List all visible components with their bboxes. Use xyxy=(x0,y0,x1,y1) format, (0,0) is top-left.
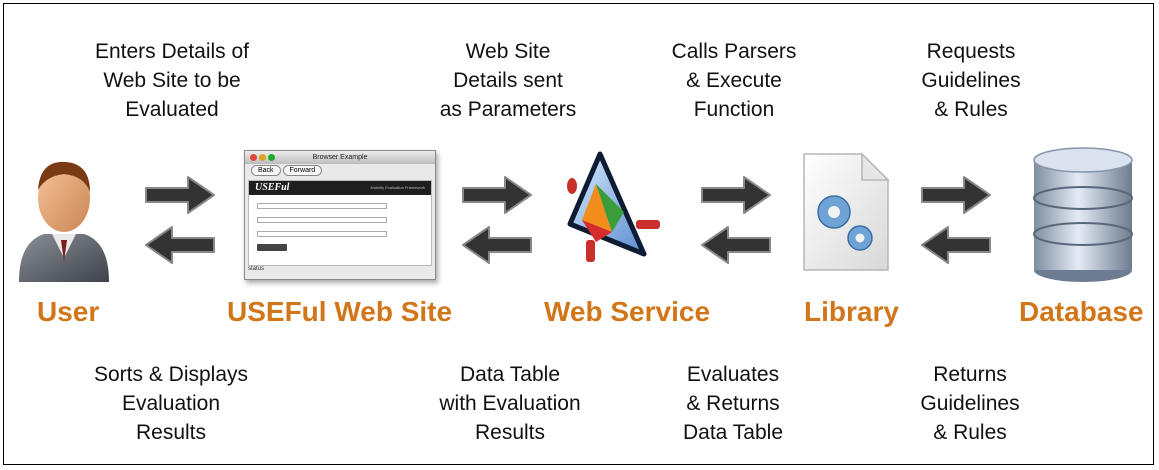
node-label-website: USEFul Web Site xyxy=(227,296,453,327)
caption-line: Evaluates xyxy=(686,363,780,386)
caption-line: Data Table xyxy=(682,421,784,444)
caption-line: as Parameters xyxy=(439,98,577,121)
arrow-left-icon xyxy=(462,226,532,264)
library-file-icon xyxy=(798,150,894,279)
caption-line: Results xyxy=(135,421,207,444)
site-framework: Mobility Evaluation Framework xyxy=(370,185,425,190)
form-submit xyxy=(257,244,287,251)
caption-line: Returns xyxy=(933,363,1007,386)
window-close-dot xyxy=(250,154,257,161)
caption-line: Requests xyxy=(926,40,1016,63)
window-zoom-dot xyxy=(268,154,275,161)
browser-titlebar: Browser Example xyxy=(245,151,435,164)
user-icon xyxy=(14,150,114,287)
caption-bottom-2: Data Table with Evaluation Results xyxy=(395,360,625,447)
caption-line: & Rules xyxy=(934,98,1008,121)
browser-window-icon: Browser Example Back Forward USEFul Mobi… xyxy=(244,150,436,280)
caption-line: Calls Parsers xyxy=(671,40,797,63)
caption-line: & Execute xyxy=(686,69,782,92)
caption-top-1: Enters Details of Web Site to be Evaluat… xyxy=(57,37,287,124)
arrow-right-icon xyxy=(145,176,215,214)
caption-bottom-4: Returns Guidelines & Rules xyxy=(855,360,1085,447)
caption-bottom-1: Sorts & Displays Evaluation Results xyxy=(56,360,286,447)
caption-line: Function xyxy=(693,98,775,121)
arrow-right-icon xyxy=(921,176,991,214)
caption-bottom-3: Evaluates & Returns Data Table xyxy=(618,360,848,447)
caption-line: Web Site to be xyxy=(103,69,241,92)
caption-line: Evaluation xyxy=(121,392,221,415)
form-field xyxy=(257,217,387,223)
back-button: Back xyxy=(251,165,281,176)
site-header: USEFul Mobility Evaluation Framework xyxy=(249,181,431,195)
browser-toolbar: Back Forward xyxy=(245,164,435,180)
caption-line: Guidelines xyxy=(921,69,1021,92)
web-service-icon xyxy=(562,150,674,275)
arrow-left-icon xyxy=(145,226,215,264)
forward-button: Forward xyxy=(282,165,323,176)
form-field xyxy=(257,203,387,209)
caption-line: Web Site xyxy=(465,40,551,63)
arrow-right-icon xyxy=(701,176,771,214)
caption-line: Enters Details of xyxy=(94,40,250,63)
node-label-webservice: Web Service xyxy=(544,296,711,327)
window-minimize-dot xyxy=(259,154,266,161)
node-label-user: User xyxy=(37,296,100,327)
caption-line: & Returns xyxy=(686,392,780,415)
database-icon xyxy=(1030,146,1136,289)
caption-top-2: Web Site Details sent as Parameters xyxy=(393,37,623,124)
caption-line: Results xyxy=(474,421,546,444)
caption-line: Sorts & Displays xyxy=(93,363,249,386)
caption-top-3: Calls Parsers & Execute Function xyxy=(619,37,849,124)
caption-line: with Evaluation xyxy=(439,392,581,415)
caption-line: Details sent xyxy=(453,69,563,92)
diagram-frame xyxy=(3,3,1154,465)
browser-title: Browser Example xyxy=(312,154,368,161)
node-label-library: Library xyxy=(804,296,899,327)
caption-line: Guidelines xyxy=(920,392,1020,415)
caption-line: Evaluated xyxy=(125,98,219,121)
caption-line: Data Table xyxy=(459,363,561,386)
node-label-database: Database xyxy=(1019,296,1144,327)
form-field xyxy=(257,231,387,237)
browser-status: status xyxy=(248,266,265,272)
arrow-left-icon xyxy=(921,226,991,264)
caption-top-4: Requests Guidelines & Rules xyxy=(856,37,1086,124)
browser-content: USEFul Mobility Evaluation Framework xyxy=(248,180,432,266)
caption-line: & Rules xyxy=(933,421,1007,444)
site-logo: USEFul xyxy=(255,182,290,193)
arrow-right-icon xyxy=(462,176,532,214)
arrow-left-icon xyxy=(701,226,771,264)
